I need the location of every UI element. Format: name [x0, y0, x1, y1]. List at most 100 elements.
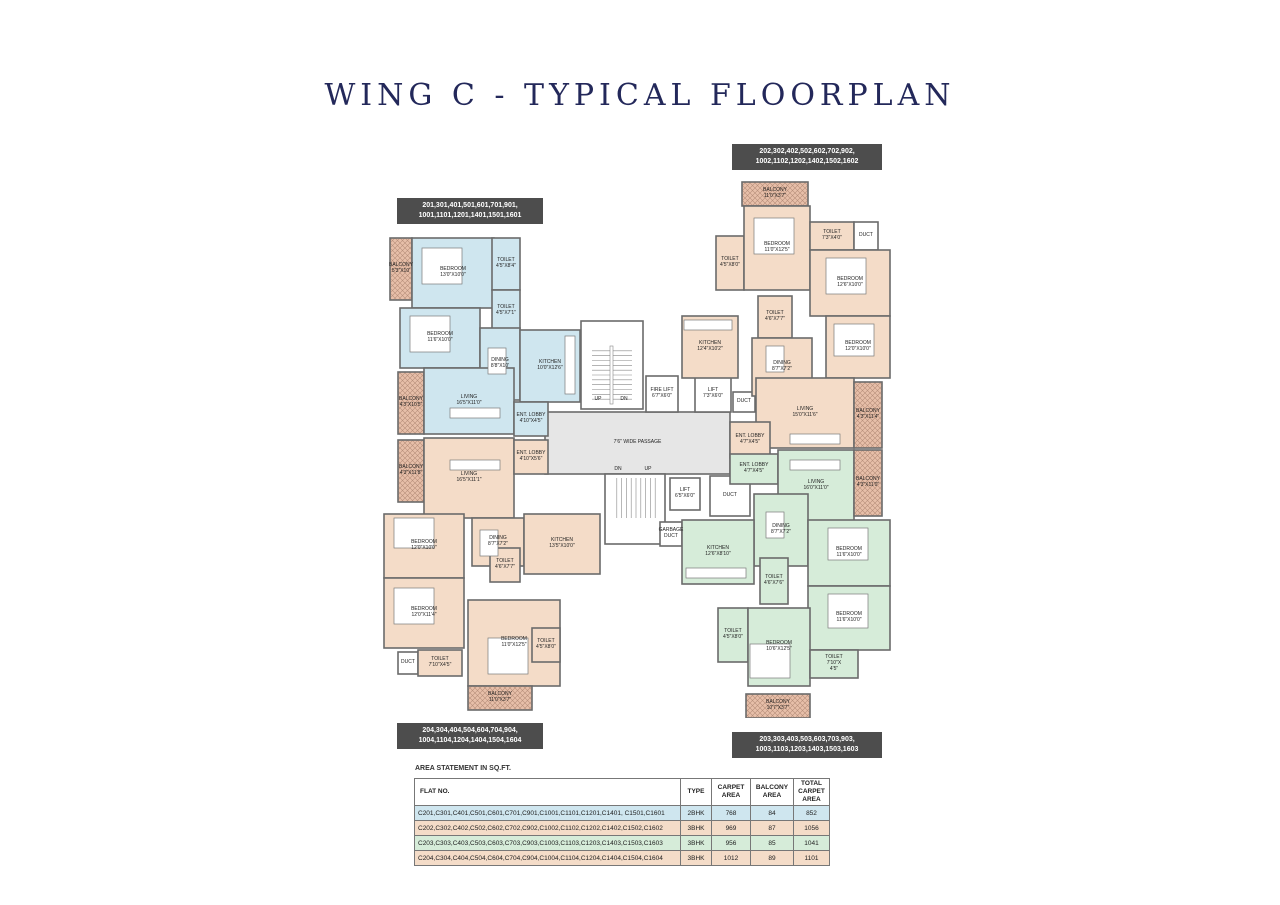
room-label: DN: [620, 396, 628, 402]
flat-label-bottom-left: 204,304,404,504,604,704,904, 1004,1104,1…: [397, 723, 543, 749]
room-core-fire-lift: [645, 375, 679, 413]
dining-table-d: [479, 529, 499, 557]
room-b-balcony: [741, 181, 809, 207]
room-label-line: TOILET: [823, 229, 840, 235]
room-label-line: TOILET: [431, 656, 448, 662]
cell-carpet-area: 768: [711, 805, 751, 821]
room-label-line: LIVING: [461, 394, 478, 400]
room-label-line: DINING: [773, 360, 791, 366]
dining-table-a: [487, 347, 507, 375]
flat-label-line: 204,304,404,504,604,704,904,: [422, 727, 518, 734]
room-label-line: 6'5"X6'0": [675, 493, 695, 499]
room-label-line: 7'3"X6'0": [703, 393, 723, 399]
room-label-line: BEDROOM: [837, 276, 863, 282]
room-label-line: 12'4"X10'2": [697, 346, 723, 352]
room-label-line: DINING: [772, 523, 790, 529]
room-label-line: DN: [614, 466, 622, 472]
cell-flat-no: C202,C302,C402,C502,C602,C702,C902,C1002…: [414, 820, 681, 836]
room-a-living: [423, 367, 515, 435]
area-table-body: C201,C301,C401,C501,C601,C701,C901,C1001…: [414, 805, 830, 866]
bed-b3: [833, 323, 875, 357]
room-label-line: TOILET: [724, 628, 741, 634]
room-label-line: BALCONY: [856, 408, 881, 414]
room-label-line: 12'0"X10'0": [411, 545, 437, 551]
room-label-line: LIFT: [708, 387, 718, 393]
area-statement-table: FLAT NO. TYPE CARPET AREA BALCONY AREA T…: [414, 778, 830, 866]
room-label-line: BALCONY: [856, 476, 881, 482]
room-a-lobby: [513, 401, 549, 437]
room-label-line: BEDROOM: [766, 640, 792, 646]
room-label-line: 10'7"X3'7": [767, 705, 790, 711]
room-d-balcony: [397, 439, 425, 503]
room-label: DN: [614, 466, 622, 472]
cell-carpet-area: 1012: [711, 850, 751, 866]
room-label-line: BEDROOM: [764, 241, 790, 247]
cell-carpet-area: 969: [711, 820, 751, 836]
room-label-line: 4'3"X11'8": [400, 470, 423, 476]
cell-balcony-area: 85: [750, 835, 794, 851]
room-label-line: 16'5"X11'0": [456, 400, 481, 406]
cell-flat-no: C204,C304,C404,C504,C604,C704,C904,C1004…: [414, 850, 681, 866]
counter-a: [564, 335, 576, 395]
cell-total-carpet-area: 1041: [793, 835, 830, 851]
room-label: DUCT: [723, 492, 737, 498]
room-label-line: 11'0"X12'5": [764, 247, 789, 253]
room-label: DUCT: [859, 232, 873, 238]
room-label-line: ENT. LOBBY: [740, 462, 770, 468]
page-title: WING C - TYPICAL FLOORPLAN: [324, 78, 956, 113]
cell-flat-no: C203,C303,C403,C503,C603,C703,C903,C1003…: [414, 835, 681, 851]
cell-type: 2BHK: [680, 805, 712, 821]
room-label-line: UP: [595, 396, 603, 402]
room-label-line: BEDROOM: [845, 340, 871, 346]
room-label-line: 11'6"X10'0": [427, 337, 452, 343]
stair-divider: [609, 345, 614, 405]
cell-balcony-area: 87: [750, 820, 794, 836]
room-label-line: 10'6"X12'5": [766, 646, 792, 652]
room-label-line: ENT. LOBBY: [736, 433, 766, 439]
room-label: UP: [595, 396, 603, 402]
room-core-lift2: [669, 477, 701, 511]
room-label-line: 4'5"X8'0": [536, 644, 556, 650]
room-label-line: 12'6"X10'0": [837, 282, 863, 288]
room-label-line: 4'5"X8'4": [496, 263, 516, 269]
room-label-line: 10'0"X12'6": [537, 365, 563, 371]
cell-flat-no: C201,C301,C401,C501,C601,C701,C901,C1001…: [414, 805, 681, 821]
bed-d3: [487, 637, 529, 675]
room-label-line: 4'5": [830, 666, 839, 672]
room-label-line: 4'7"X4'5": [740, 439, 760, 445]
room-label-line: DUCT: [664, 533, 678, 539]
flat-label-line: 1002,1102,1202,1402,1502,1602: [755, 158, 859, 165]
room-label-line: TOILET: [537, 638, 554, 644]
room-d-toilet2: [531, 627, 561, 663]
sofa-a: [449, 407, 501, 419]
room-label-line: 4'6"X7'7": [765, 316, 785, 322]
room-label-line: FIRE LIFT: [650, 387, 673, 393]
room-label-line: LIVING: [808, 479, 825, 485]
room-d-balcony2: [467, 685, 533, 711]
room-label-line: KITCHEN: [539, 359, 561, 365]
room-label-line: DN: [620, 396, 628, 402]
room-label-line: BEDROOM: [411, 606, 437, 612]
room-label-line: BEDROOM: [501, 636, 527, 642]
room-core-duct1: [732, 391, 756, 413]
column-header-carpet-area: CARPET AREA: [711, 778, 751, 806]
